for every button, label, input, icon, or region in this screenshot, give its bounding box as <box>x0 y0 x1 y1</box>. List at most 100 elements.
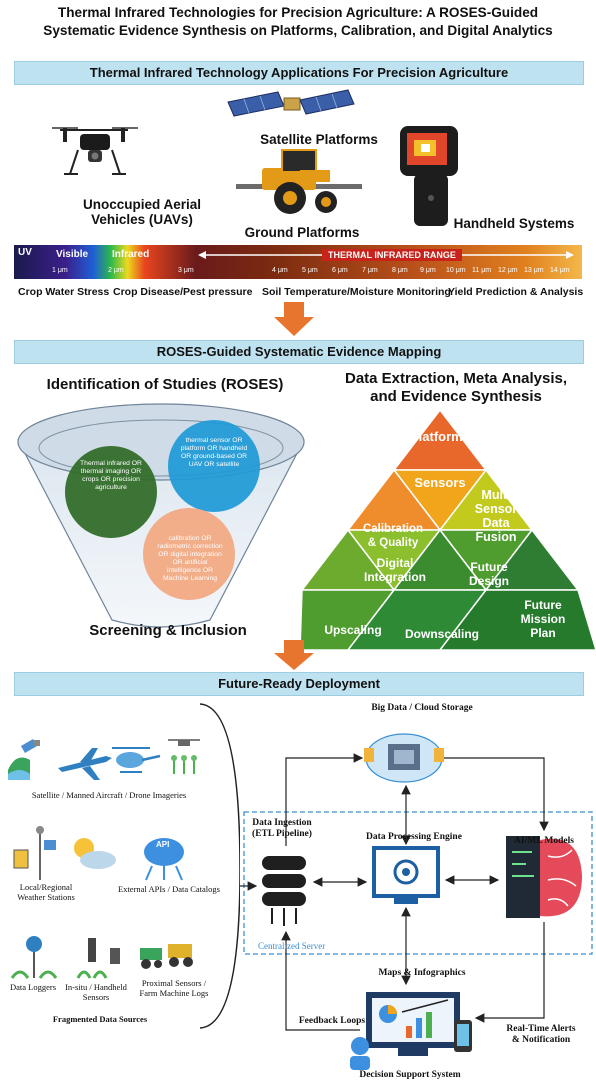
dashboard-icon <box>350 992 472 1070</box>
title-line-2: Systematic Evidence Synthesis on Platfor… <box>43 23 553 38</box>
tick-label: 7 μm <box>362 267 378 274</box>
pyramid-heading-line-1: Data Extraction, Meta Analysis, <box>344 370 568 387</box>
calibration-line-2: & Quality <box>367 537 419 549</box>
platform-illustrations <box>52 89 458 226</box>
tick-label: 6 μm <box>332 267 348 274</box>
pyramid-sensors-label: Sensors <box>414 475 466 490</box>
digital-line-2: Integration <box>364 570 426 584</box>
database-icon <box>262 856 306 926</box>
future-mission-line-3: Plan <box>530 626 556 640</box>
fragmented-sources-label: Fragmented Data Sources <box>52 1014 148 1024</box>
pyramid-diagram <box>300 410 596 650</box>
insitu-sensors-label: In-situ / Handheld Sensors <box>60 982 132 1002</box>
ingestion-line-2: (ETL Pipeline) <box>252 829 312 839</box>
page-title: Thermal Infrared Technologies for Precis… <box>6 4 590 40</box>
pyramid-bottom-right <box>439 589 596 650</box>
farm-machine-icon <box>140 944 193 969</box>
circle-orange <box>143 508 235 600</box>
insitu-line-1: In-situ / Handheld <box>65 982 127 992</box>
pyramid-multi-sensor-label: Multi Sensor Data Fusion <box>466 488 526 544</box>
alerts-line-1: Real-Time Alerts <box>506 1024 576 1034</box>
handheld-systems-label: Handheld Systems <box>453 216 575 231</box>
spectrum-visible-label: Visible <box>56 249 89 260</box>
pyramid-upscaling-label: Upscaling <box>324 623 382 637</box>
pyramid-upscaling <box>300 589 396 650</box>
decision-support-label: Decision Support System <box>359 1070 461 1080</box>
proximal-sensors-label: Proximal Sensors / Farm Machine Logs <box>134 978 214 998</box>
circle-blue <box>168 420 260 512</box>
uav-label-line-1: Unoccupied Aerial <box>82 197 202 212</box>
drone-small-icon <box>168 739 200 774</box>
application-yield-prediction: Yield Prediction & Analysis <box>448 286 584 298</box>
funnel-heading: Identification of Studies (ROSES) <box>46 376 284 393</box>
flow-arrow-icon <box>274 302 314 336</box>
sources-bracket <box>199 703 240 1029</box>
satellite-icon <box>227 89 355 117</box>
section3-banner: Future-Ready Deployment <box>14 672 584 696</box>
pyramid-future-design-label: Future Design <box>456 560 522 588</box>
api-icon-text: API <box>156 840 170 849</box>
tractor-icon <box>236 149 362 214</box>
spectrum-ticks: 1 μm 2 μm 3 μm 4 μm 5 μm 6 μm 7 μm 8 μm … <box>14 267 582 277</box>
processing-engine-label: Data Processing Engine <box>366 832 462 842</box>
weather-stations-label: Local/Regional Weather Stations <box>6 882 86 902</box>
pyramid-future-mission-label: Future Mission Plan <box>510 598 576 640</box>
digital-line-1: Digital <box>376 556 414 570</box>
thermal-range-label: THERMAL INFRARED RANGE <box>322 249 462 261</box>
insitu-line-2: Sensors <box>82 992 110 1002</box>
pyramid-calibration-label: Calibration & Quality <box>356 522 430 550</box>
tick-label: 8 μm <box>392 267 408 274</box>
multi-line-2: Sensor <box>474 502 518 516</box>
application-soil-monitoring: Soil Temperature/Moisture Monitoring <box>262 286 451 298</box>
ground-platforms-label: Ground Platforms <box>244 225 360 240</box>
tick-label: 3 μm <box>178 267 194 274</box>
circle-orange-text: calibration OR radiometric correction OR… <box>157 535 223 582</box>
feedback-loops-label: Feedback Loops <box>298 1016 366 1026</box>
funnel-inner-rim <box>38 419 284 477</box>
weather-line-2: Weather Stations <box>17 892 75 902</box>
centralized-server-box <box>243 811 593 955</box>
ingestion-line-1: Data Ingestion <box>252 818 312 828</box>
external-apis-label: External APIs / Data Catalogs <box>118 884 220 894</box>
pipeline-diagram <box>240 733 593 1070</box>
funnel-rim <box>17 403 305 481</box>
alerts-label: Real-Time Alerts & Notification <box>496 1024 586 1046</box>
api-cloud-icon <box>144 838 184 881</box>
section2-banner: ROSES-Guided Systematic Evidence Mapping <box>14 340 584 364</box>
uav-label: Unoccupied Aerial Vehicles (UAVs) <box>72 197 212 227</box>
application-crop-disease: Crop Disease/Pest pressure <box>113 286 253 298</box>
data-logger-icon <box>10 936 58 979</box>
alerts-line-2: & Notification <box>511 1035 571 1045</box>
tick-label: 2 μm <box>108 267 124 274</box>
connector-feedback <box>281 930 360 1031</box>
title-line-1: Thermal Infrared Technologies for Precis… <box>57 5 539 20</box>
screening-label: Screening & Inclusion <box>89 622 247 639</box>
spectrum-uv-label: UV <box>18 247 32 258</box>
proximal-line-1: Proximal Sensors / <box>141 978 207 988</box>
cloud-storage-icon <box>364 733 444 783</box>
sun-cloud-icon <box>74 838 116 869</box>
section1-banner: Thermal Infrared Technology Applications… <box>14 61 584 85</box>
handheld-camera-icon <box>400 126 458 226</box>
pyramid-platforms-label: Platforms <box>410 429 470 444</box>
multi-line-1: Multi <box>481 488 511 502</box>
pyramid-downscaling-label: Downscaling <box>404 627 479 641</box>
tick-label: 12 μm <box>498 267 518 274</box>
processing-engine-icon <box>372 846 440 904</box>
satellite-small-icon <box>8 739 40 780</box>
tick-label: 11 μm <box>472 267 492 274</box>
circle-green-text: Thermal infrared OR thermal imaging OR c… <box>80 460 142 491</box>
tick-label: 9 μm <box>420 267 436 274</box>
tick-label: 14 μm <box>550 267 570 274</box>
connector-db-cloud <box>285 753 364 846</box>
maps-infographics-label: Maps & Infographics <box>378 968 466 978</box>
ingestion-label: Data Ingestion (ETL Pipeline) <box>238 818 326 840</box>
future-design-line-1: Future <box>470 560 508 574</box>
helicopter-icon <box>112 747 161 773</box>
weather-station-icon <box>13 826 56 880</box>
funnel-diagram <box>17 403 305 628</box>
connector-ai-alerts <box>474 922 545 1023</box>
spectrum-infrared-label: Infrared <box>112 249 150 260</box>
pyramid-heading: Data Extraction, Meta Analysis, and Evid… <box>322 370 590 406</box>
connector-cloud-ai <box>444 757 549 832</box>
